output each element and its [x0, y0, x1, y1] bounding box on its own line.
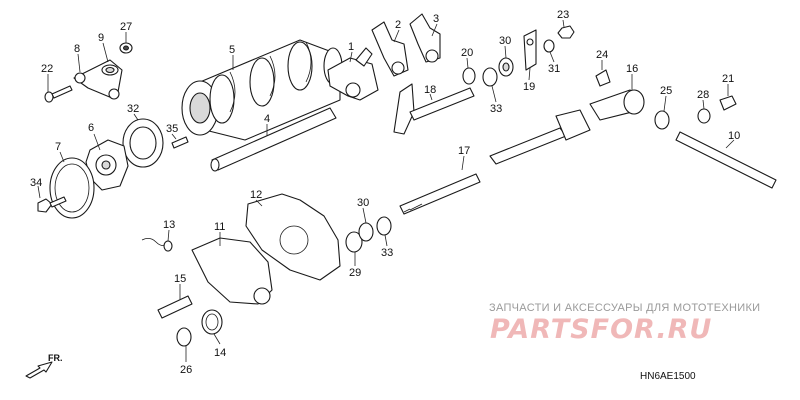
shift-fork-1: [327, 47, 379, 101]
callout-14: 14: [214, 347, 226, 359]
stopper-bolt: [44, 85, 73, 103]
callout-9: 9: [98, 32, 104, 44]
callout-12: 12: [250, 189, 262, 201]
washer-31: [543, 39, 555, 53]
gasket-plate: [49, 157, 95, 219]
callout-6: 6: [88, 122, 94, 134]
callout-27: 27: [120, 21, 132, 33]
washer-30a: [498, 57, 514, 77]
front-direction-label: FR.: [48, 353, 63, 363]
callout-20: 20: [461, 47, 473, 59]
callout-4: 4: [264, 113, 270, 125]
callout-11: 11: [214, 221, 225, 233]
callout-33b: 33: [381, 247, 393, 259]
nut-23: [557, 25, 575, 39]
gearshift-shaft: [489, 109, 777, 189]
stopper-collar: [101, 64, 119, 76]
watermark-tagline: ЗАПЧАСТИ И АКСЕССУАРЫ ДЛЯ МОТОТЕХНИКИ: [489, 302, 761, 314]
shift-arm: [393, 83, 475, 135]
stopper-plate: [523, 29, 537, 71]
callout-18: 18: [424, 84, 436, 96]
dowel-pin: [171, 136, 189, 149]
callout-32: 32: [127, 103, 139, 115]
gearshift-spindle: [399, 173, 481, 215]
callouts: 1 2 3 4 5 6 7 8 9 10 11 12 13 14 15 16 1…: [30, 9, 740, 376]
callout-10: 10: [728, 130, 740, 142]
callout-34: 34: [30, 177, 42, 189]
callout-31: 31: [548, 63, 560, 75]
callout-30b: 30: [357, 197, 369, 209]
circlip-33a: [482, 67, 498, 87]
shift-plate: [245, 193, 341, 281]
callout-28: 28: [697, 89, 709, 101]
callout-35: 35: [166, 123, 178, 135]
callout-23: 23: [557, 9, 569, 21]
callout-26: 26: [180, 364, 192, 376]
washer-29: [345, 231, 363, 253]
callout-13: 13: [163, 219, 175, 231]
callout-24: 24: [596, 49, 608, 61]
shift-arm-assembly: [191, 237, 273, 305]
washer-30b: [358, 222, 374, 242]
callout-2: 2: [395, 19, 401, 31]
washer-20: [462, 67, 476, 85]
callout-16: 16: [626, 63, 638, 75]
circlip-33b: [376, 216, 392, 236]
callout-15: 15: [174, 273, 186, 285]
callout-17: 17: [458, 145, 470, 157]
oil-seal: [122, 118, 164, 168]
pin-15: [157, 295, 193, 319]
spring-13: [141, 238, 173, 252]
front-direction-arrow-icon: [25, 361, 53, 379]
drum-center: [85, 139, 129, 191]
callout-8: 8: [74, 43, 80, 55]
drum-center-bolt: [37, 196, 67, 213]
bolt-21: [719, 95, 737, 111]
shift-lever-arm: [589, 89, 645, 121]
callout-29: 29: [349, 267, 361, 279]
stopper-spring: [119, 42, 133, 54]
callout-21: 21: [722, 73, 734, 85]
callout-1: 1: [348, 41, 354, 53]
callout-22: 22: [41, 63, 53, 75]
shift-fork-3: [409, 13, 441, 63]
callout-5: 5: [229, 44, 235, 56]
shift-fork-2: [371, 21, 409, 77]
diagram-code: HN6AE1500: [640, 371, 696, 382]
callout-25: 25: [660, 85, 672, 97]
callout-33a: 33: [490, 103, 502, 115]
clip-24: [595, 69, 611, 87]
callout-30a: 30: [499, 35, 511, 47]
washer-28: [697, 108, 711, 124]
washer-26: [176, 327, 192, 347]
callout-7: 7: [55, 141, 61, 153]
return-spring: [201, 309, 223, 335]
callout-19: 19: [523, 81, 535, 93]
shift-fork-shaft: [210, 107, 337, 172]
watermark-brand: PARTSFOR.RU: [490, 314, 713, 345]
shaft-seal-25: [654, 110, 670, 130]
callout-3: 3: [433, 13, 439, 25]
leader-lines: [37, 19, 735, 362]
